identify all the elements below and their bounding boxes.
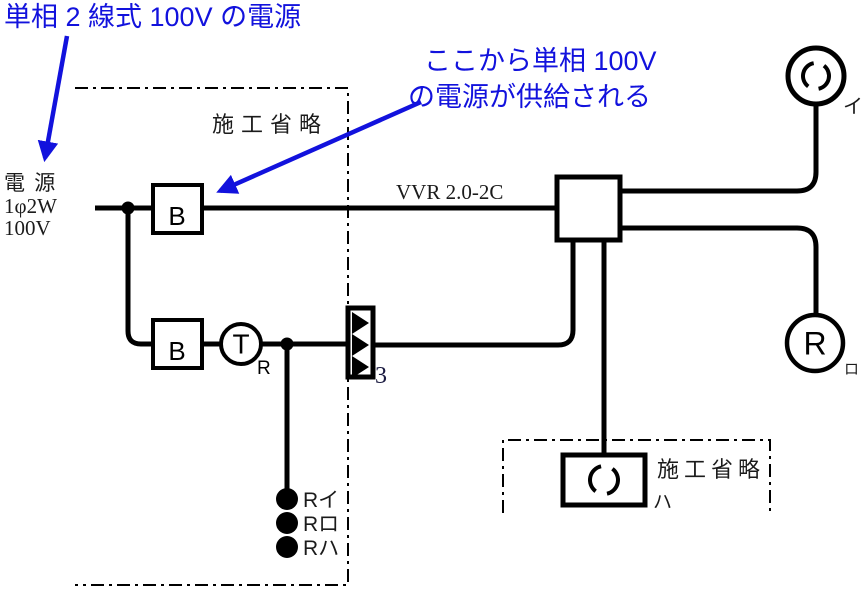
relay-triangle-3-icon bbox=[352, 356, 369, 378]
aircon-tag: ロ bbox=[844, 362, 859, 378]
breaker-bottom-box bbox=[151, 318, 204, 370]
junction-box bbox=[554, 174, 623, 243]
switch-label-2: Rロ bbox=[303, 513, 339, 536]
breaker-top-label: B bbox=[168, 201, 185, 231]
wire-relay-to-junction bbox=[373, 240, 576, 348]
switch-dot-2 bbox=[276, 512, 298, 534]
breaker-bottom-label: B bbox=[168, 336, 185, 366]
breaker-top-box bbox=[151, 183, 204, 235]
wire-branch-to-transformer bbox=[125, 208, 348, 347]
annotation-arrow-power bbox=[37, 35, 70, 163]
omitted-area-right-boundary bbox=[502, 439, 771, 513]
lamp-top-rose-icon bbox=[801, 61, 831, 91]
annotation-arrow-supply bbox=[216, 99, 422, 194]
transformer-circle bbox=[219, 322, 263, 366]
switch-label-1: Rイ bbox=[303, 489, 339, 512]
switch-label-3: Rハ bbox=[303, 537, 339, 560]
ceiling-bottom-rose-icon bbox=[588, 464, 620, 496]
transformer-label: T bbox=[232, 328, 249, 359]
ceiling-bottom-box bbox=[560, 452, 648, 508]
cable-label: VVR 2.0-2C bbox=[396, 180, 503, 204]
lamp-top-tag: イ bbox=[843, 96, 863, 118]
transformer-sub-label: R bbox=[257, 358, 271, 379]
aircon-circle bbox=[784, 312, 846, 374]
relay-triangle-1-icon bbox=[352, 312, 369, 334]
power-source-line2: 1φ2W bbox=[4, 194, 57, 218]
wire-junction-to-lamp bbox=[620, 105, 819, 194]
ceiling-bottom-tag: ハ bbox=[653, 492, 672, 513]
relay-count-label: 3 bbox=[375, 363, 387, 389]
omitted-label-left: 施工省略 bbox=[212, 112, 328, 137]
junction-dot-transformer bbox=[280, 337, 294, 351]
annotation-supply-note-line1: ここから単相 100V bbox=[424, 46, 657, 76]
aircon-label: R bbox=[803, 325, 826, 361]
wire-junction-to-aircon bbox=[620, 225, 819, 316]
lamp-top-circle bbox=[785, 45, 847, 107]
power-source-line1: 電 源 bbox=[4, 171, 57, 195]
annotation-supply-note-line2: の電源が供給される bbox=[408, 82, 651, 112]
annotation-power-note: 単相 2 線式 100V の電源 bbox=[4, 2, 301, 32]
relay-triangle-2-icon bbox=[352, 334, 369, 356]
junction-dot-source bbox=[121, 201, 135, 215]
switch-dot-3 bbox=[276, 536, 298, 558]
omitted-label-right: 施工省略 bbox=[657, 457, 765, 482]
power-source-line3: 100V bbox=[4, 216, 51, 240]
switch-dot-1 bbox=[276, 488, 298, 510]
